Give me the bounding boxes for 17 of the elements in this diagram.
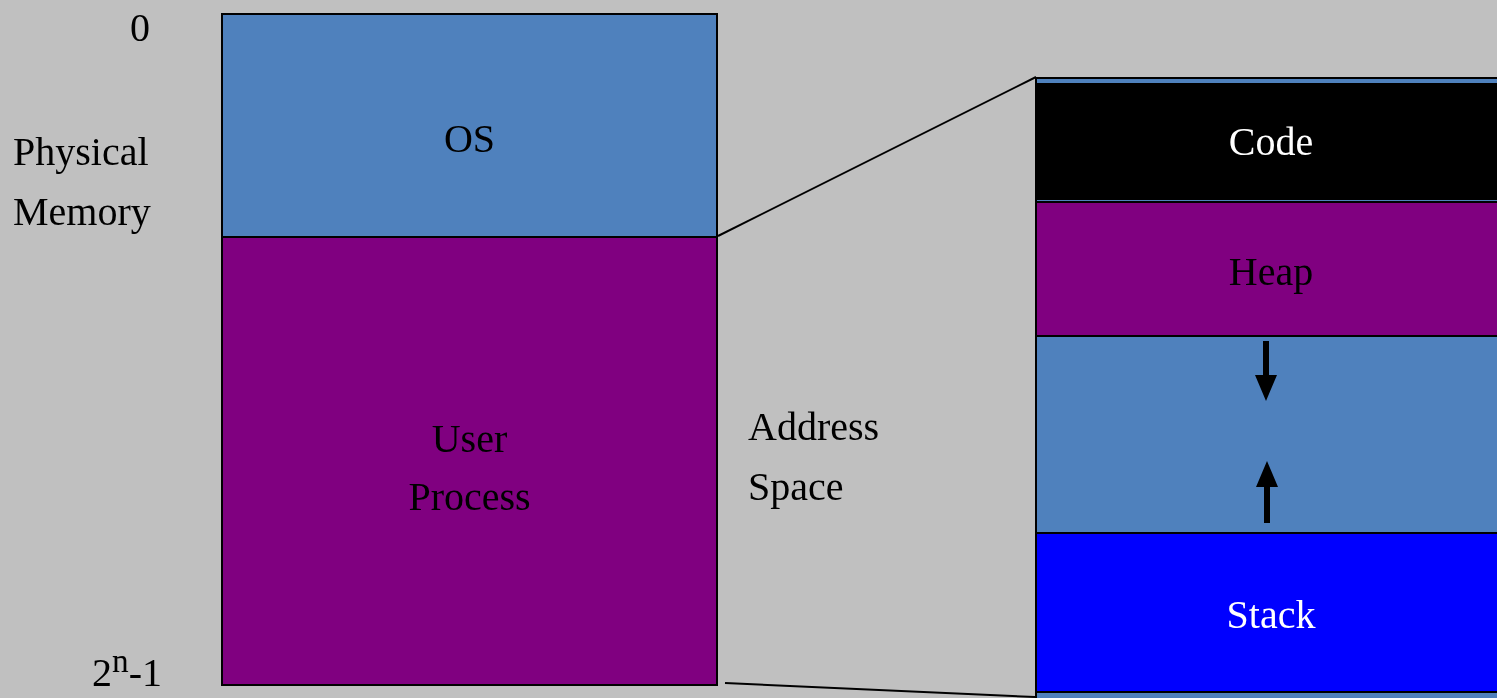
segment-label: Heap xyxy=(1227,248,1315,296)
segment-label: User Process xyxy=(407,415,532,521)
zoom-line xyxy=(724,682,1036,698)
axis-label: 2$^{n}$-1 xyxy=(92,641,162,698)
memory-segment xyxy=(1035,532,1497,693)
memory-region xyxy=(221,236,718,686)
memory-region xyxy=(221,13,718,238)
axis-label: Address Space xyxy=(748,403,881,511)
axis-label: Physical Memory xyxy=(13,128,152,236)
axis-label: 0 xyxy=(130,4,150,52)
segment-label: Stack xyxy=(1225,591,1317,639)
segment-label: OS xyxy=(442,115,497,163)
memory-segment xyxy=(1035,83,1497,200)
segment-label: Code xyxy=(1227,118,1315,166)
address-space-panel xyxy=(1035,77,1497,698)
memory-segment xyxy=(1035,201,1497,337)
zoom-line xyxy=(717,76,1037,237)
